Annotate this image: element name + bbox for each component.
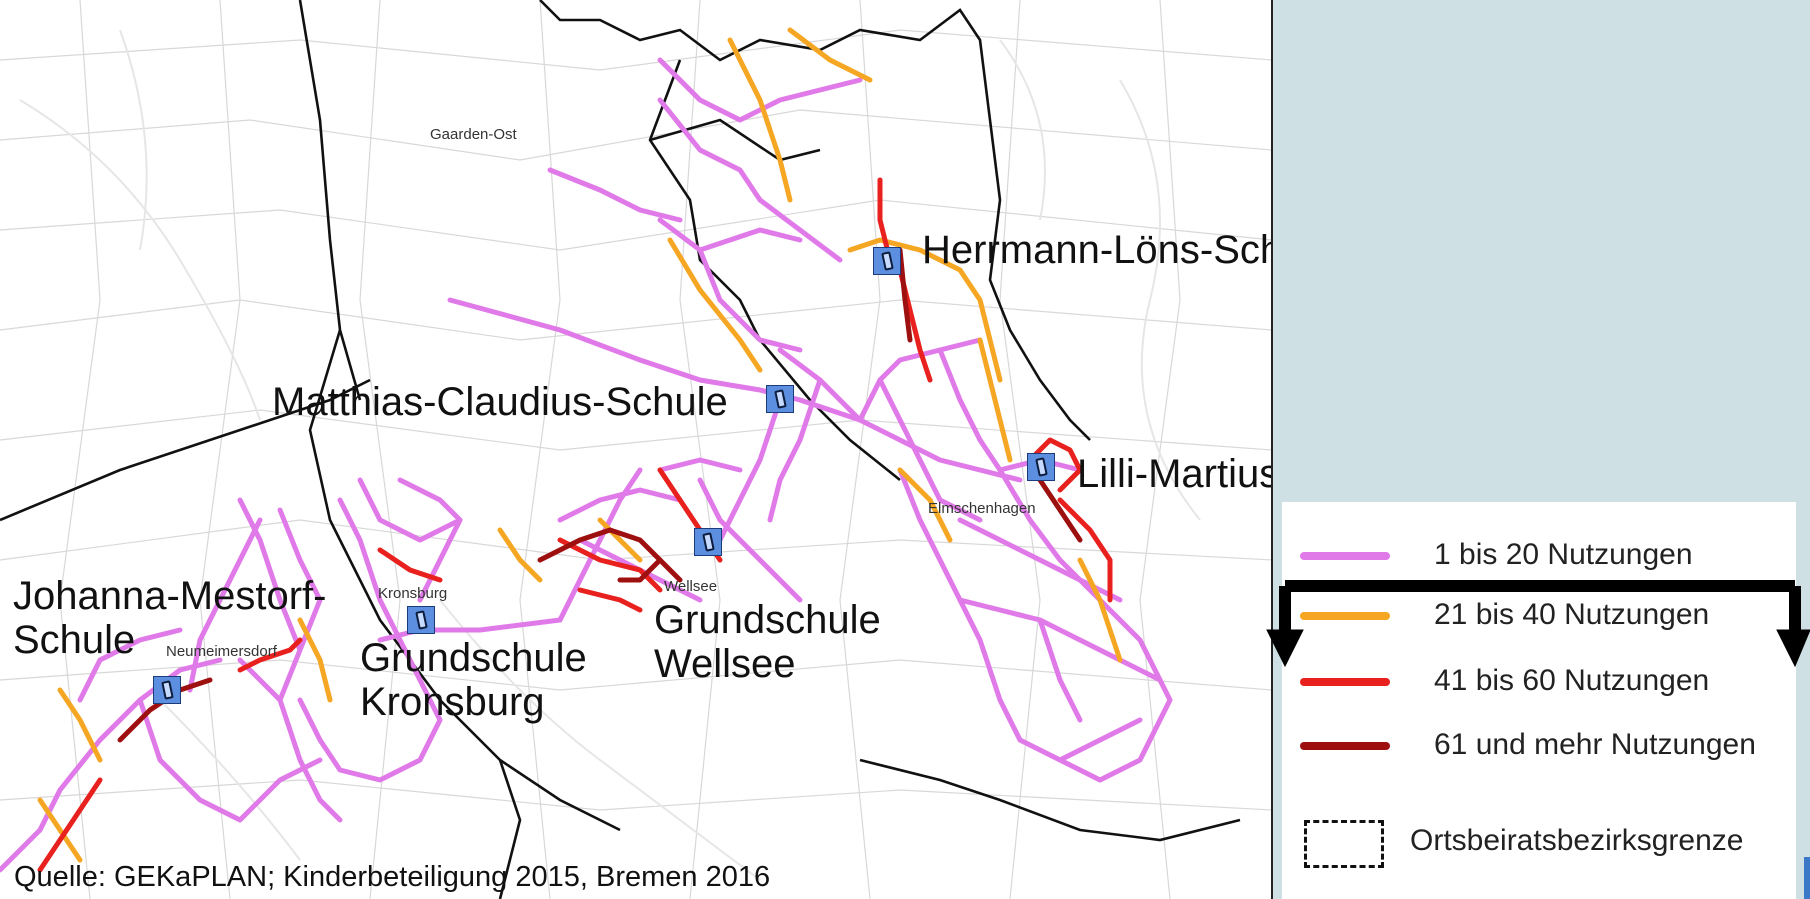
legend-item: 61 und mehr Nutzungen <box>1300 726 1790 766</box>
place-label-elmschenhagen: Elmschenhagen <box>928 500 1036 517</box>
school-label-matthias-claudius: Matthias-Claudius-Schule <box>272 380 728 424</box>
place-label-wellsee: Wellsee <box>664 578 718 595</box>
school-label-line: Johanna-Mestorf- <box>13 574 327 618</box>
legend-swatch <box>1300 742 1390 750</box>
school-label-line: Schule <box>13 618 136 662</box>
routes-21-40 <box>37 27 1123 863</box>
school-label-line: Kronsburg <box>360 680 545 724</box>
street-detail <box>19 29 1201 881</box>
school-label-grundschule-wellsee: Grundschule Wellsee <box>654 598 881 686</box>
map-svg <box>0 0 1272 899</box>
school-label-grundschule-kronsburg: Grundschule Kronsburg <box>360 636 587 724</box>
legend-label: 21 bis 40 Nutzungen <box>1434 598 1710 631</box>
school-label-johanna-mestorf: Johanna-Mestorf- Schule <box>13 574 326 662</box>
school-label-line: Grundschule <box>654 598 881 642</box>
legend-swatch <box>1300 678 1390 686</box>
boundary-symbol <box>1304 820 1384 868</box>
place-label-neumeimersdorf: Neumeimersdorf <box>166 643 277 660</box>
legend-label: 1 bis 20 Nutzungen <box>1434 538 1693 571</box>
corner-accent <box>1804 857 1810 899</box>
legend-label-boundary: Ortsbeiratsbezirksgrenze <box>1410 824 1744 857</box>
legend-swatch <box>1300 552 1390 560</box>
place-label-gaarden-ost: Gaarden-Ost <box>430 126 517 143</box>
school-icon[interactable] <box>766 385 794 413</box>
legend-label: 41 bis 60 Nutzungen <box>1434 664 1710 697</box>
district-boundary <box>0 0 1241 899</box>
legend-swatch <box>1300 612 1390 620</box>
source-caption: Quelle: GEKaPLAN; Kinderbeteiligung 2015… <box>14 861 771 893</box>
school-icon[interactable] <box>407 606 435 634</box>
school-label-lilli-martius: Lilli-Martius-Schule <box>1077 452 1272 496</box>
bracket-arrows <box>1266 580 1810 668</box>
map-legend: 1 bis 20 Nutzungen 21 bis 40 Nutzungen 4… <box>1282 502 1796 899</box>
legend-label: 61 und mehr Nutzungen <box>1434 728 1756 761</box>
school-icon[interactable] <box>694 528 722 556</box>
routes-41-60 <box>37 177 1113 873</box>
map-canvas[interactable]: Gaarden-Ost Elmschenhagen Wellsee Kronsb… <box>0 0 1272 899</box>
school-icon[interactable] <box>873 247 901 275</box>
school-icon[interactable] <box>153 676 181 704</box>
street-background <box>0 0 1272 899</box>
school-label-line: Grundschule <box>360 636 587 680</box>
school-label-line: Wellsee <box>654 642 796 686</box>
legend-item: 1 bis 20 Nutzungen <box>1300 536 1790 576</box>
school-icon[interactable] <box>1027 453 1055 481</box>
place-label-kronsburg: Kronsburg <box>378 585 448 602</box>
legend-item: 21 bis 40 Nutzungen <box>1300 596 1790 636</box>
school-label-herrmann-loens: Herrmann-Löns-Schule <box>922 228 1272 272</box>
frame-divider <box>1271 0 1273 899</box>
legend-item: 41 bis 60 Nutzungen <box>1300 662 1790 702</box>
